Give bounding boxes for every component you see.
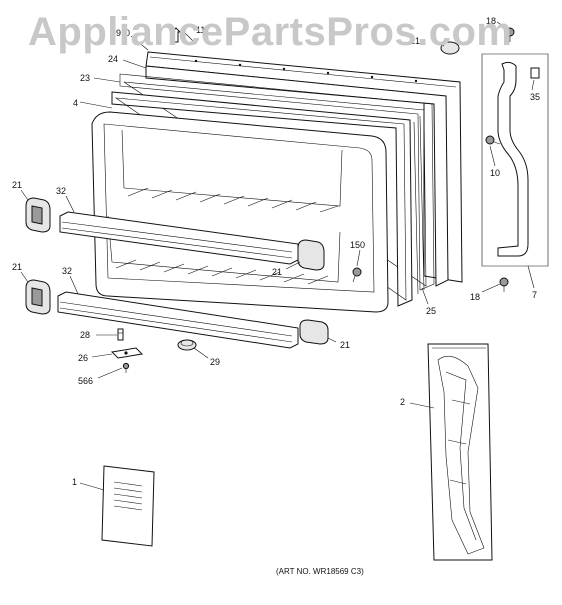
screw-566 [122,362,130,373]
callout-23: 23 [80,73,90,83]
screw-150 [352,267,362,283]
callout-21-top: 21 [410,36,420,46]
bar-end-cap-upper-left [25,197,51,233]
door-liner [91,111,389,313]
callout-25: 25 [426,306,436,316]
art-number: (ART NO. WR18569 C3) [276,567,364,576]
callout-566: 566 [78,376,93,386]
callout-1: 1 [72,477,77,487]
callout-10: 10 [490,168,500,178]
stud-28 [117,328,124,341]
callout-26: 26 [78,353,88,363]
upper-shelf-ribs [127,187,339,213]
callout-21-upper-right: 21 [272,267,282,277]
callout-29: 29 [210,357,220,367]
bar-end-cap-upper-right [297,239,325,271]
watermark: AppliancePartsPros.com [28,10,513,54]
bar-end-cap-lower-left [25,279,51,315]
callout-150: 150 [350,240,365,250]
door-liner-insert [427,343,493,561]
callout-4: 4 [73,98,78,108]
callout-labels: 9 0 11 21 18 24 23 35 4 10 21 32 150 21 … [12,16,540,487]
callout-9: 9 [116,28,121,38]
handle-assembly [481,27,549,292]
callout-21-lower-left: 21 [12,262,22,272]
callout-35: 35 [530,92,540,102]
screw-10 [485,135,501,145]
callout-32-upper: 32 [56,186,66,196]
plug-29 [177,339,197,351]
callout-21-lower-right: 21 [340,340,350,350]
callout-18-bottom: 18 [470,292,480,302]
callout-18-top: 18 [486,16,496,26]
callout-32-lower: 32 [62,266,72,276]
lower-shelf-ribs [115,259,329,285]
callout-7: 7 [532,290,537,300]
bracket-26 [110,347,144,359]
bar-end-cap-lower-right [299,319,329,345]
callout-2: 2 [400,397,405,407]
door-shelf-bar-lower [57,291,299,349]
callout-28: 28 [80,330,90,340]
callout-11: 11 [196,25,205,35]
screw-18-top [505,27,515,42]
callout-21-upper-left: 21 [12,180,22,190]
owners-manual [101,465,155,547]
leader-lines [20,21,535,491]
hole-plug-21-top [440,41,460,55]
callout-0: 0 [125,28,130,38]
screw-18-bottom [499,277,509,292]
top-hinge-pin [170,27,182,43]
callout-24: 24 [108,54,118,64]
